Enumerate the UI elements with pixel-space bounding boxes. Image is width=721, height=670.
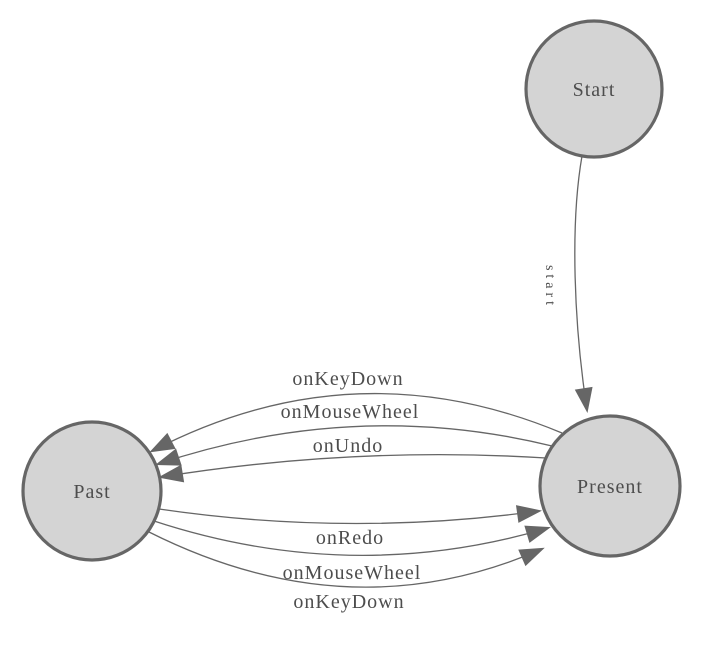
edge-line-onmousewheel-bottom[interactable]: [153, 520, 551, 556]
node-past-label: Past: [73, 481, 110, 503]
edge-line-onkeydown-top[interactable]: [149, 393, 563, 453]
edge-label-onredo: onRedo: [316, 527, 384, 549]
node-start-label: Start: [573, 79, 616, 101]
edge-line-onkeydown-bottom[interactable]: [148, 531, 545, 588]
edge-past-to-present-onkeydown[interactable]: onKeyDown: [148, 531, 545, 613]
edge-line-onmousewheel-top[interactable]: [155, 425, 553, 466]
edge-label-onundo: onUndo: [313, 435, 383, 457]
edge-label-onkeydown-bottom: onKeyDown: [293, 591, 404, 613]
edge-label-onkeydown-top: onKeyDown: [292, 368, 403, 390]
node-past[interactable]: Past: [21, 420, 163, 562]
edge-label-onmousewheel-bottom: onMouseWheel: [283, 562, 422, 584]
node-present-label: Present: [577, 476, 643, 498]
edge-present-to-past-onkeydown[interactable]: onKeyDown: [149, 368, 563, 453]
edge-line-onredo[interactable]: [158, 505, 542, 525]
edge-line-onundo[interactable]: [158, 454, 547, 483]
edge-present-to-past-onmousewheel[interactable]: onMouseWheel: [155, 401, 553, 466]
edge-label-onmousewheel-top: onMouseWheel: [281, 401, 420, 423]
edge-start-to-present[interactable]: start: [542, 155, 593, 413]
edge-label-start: start: [542, 265, 557, 309]
node-present-circle[interactable]: [538, 414, 682, 558]
node-start-circle[interactable]: [524, 19, 664, 159]
node-present[interactable]: Present: [538, 414, 682, 558]
node-start[interactable]: Start: [524, 19, 664, 159]
node-past-circle[interactable]: [21, 420, 163, 562]
edge-present-to-past-onundo[interactable]: onUndo: [158, 435, 547, 483]
edge-line-start[interactable]: [574, 155, 593, 413]
edge-past-to-present-onmousewheel[interactable]: onMouseWheel: [153, 520, 551, 584]
edge-past-to-present-onredo[interactable]: onRedo: [158, 505, 542, 549]
